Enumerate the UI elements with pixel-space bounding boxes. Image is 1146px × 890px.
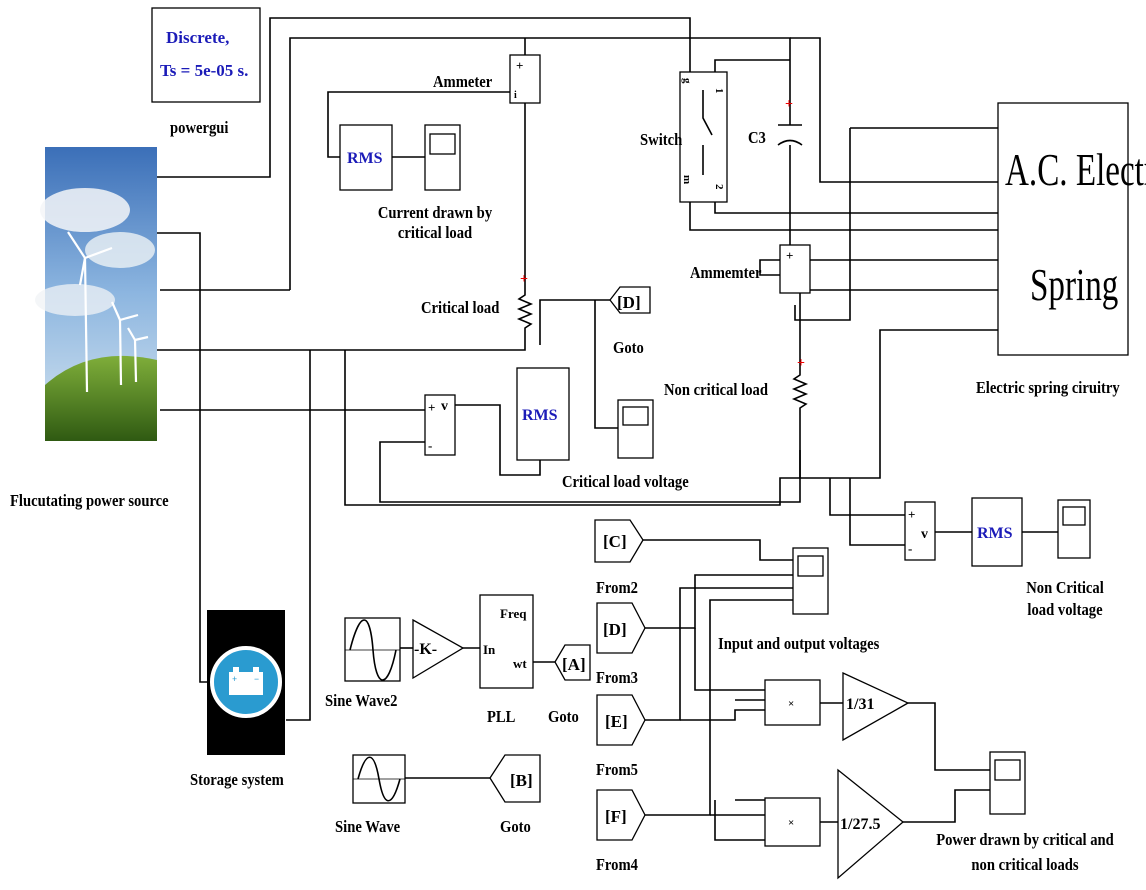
capacitor-plate-bottom xyxy=(778,141,802,146)
svg-text:+: + xyxy=(232,674,237,684)
critical-load-label: Critical load xyxy=(421,298,499,318)
storage-label: Storage system xyxy=(190,770,284,790)
vm1-plus: + xyxy=(428,400,435,415)
svg-text:−: − xyxy=(254,674,259,684)
source-label: Flucutating power source xyxy=(10,491,169,511)
vm2-plus: + xyxy=(908,507,915,522)
ammeter-label: Ammeter xyxy=(433,72,492,92)
ammemter-label: Ammemter xyxy=(690,263,761,283)
mult2-text: × xyxy=(788,817,794,829)
from-c-text: [C] xyxy=(603,532,627,551)
wire-top-3 xyxy=(790,38,1000,182)
sine-wave-label: Sine Wave xyxy=(335,817,400,837)
scope-io-screen xyxy=(798,556,823,576)
from2-label: From2 xyxy=(596,578,638,598)
wire-switch-g xyxy=(690,200,1000,230)
powergui-label: powergui xyxy=(170,118,228,138)
es-line2: Spring xyxy=(1030,259,1118,311)
gain-k-text: -K- xyxy=(414,641,437,658)
rms-non-critical-text: RMS xyxy=(977,525,1013,542)
vm2-minus: - xyxy=(908,541,912,556)
goto-b-text: [B] xyxy=(510,771,533,790)
current-scope-label-1: Current drawn by xyxy=(371,203,500,223)
wire-gain2-out xyxy=(903,790,990,822)
wire-storage-right xyxy=(286,350,310,720)
power-scope-label-1: Power drawn by critical and xyxy=(930,830,1119,850)
wire-gain1-out xyxy=(908,703,990,770)
switch-label: Switch xyxy=(640,130,682,150)
capacitor-label: C3 xyxy=(748,128,766,148)
wind-farm-image xyxy=(35,147,157,441)
switch-pin-1: 1 xyxy=(713,88,725,94)
scope-current-screen xyxy=(430,134,455,154)
wire-ncl-vm2 xyxy=(850,478,905,545)
critical-load-plus: + xyxy=(520,272,528,287)
current-scope-label-2: critical load xyxy=(371,223,500,243)
wire-source-storage xyxy=(155,233,208,682)
goto-a-text: [A] xyxy=(562,655,586,674)
mult1-text: × xyxy=(788,698,794,710)
rms-critical-text: RMS xyxy=(522,407,558,424)
critical-load-voltage-label: Critical load voltage xyxy=(562,472,689,492)
goto-d-text: [D] xyxy=(617,293,641,312)
scope-critical-screen xyxy=(623,407,648,425)
wire-ncl-vm xyxy=(830,478,905,515)
es-line1: A.C. Electric xyxy=(1005,144,1146,196)
ammeter-i: i xyxy=(514,90,517,101)
pll-in-text: In xyxy=(483,642,496,657)
capacitor-plus: + xyxy=(785,97,793,112)
switch-pin-m: m xyxy=(681,175,693,184)
switch-pin-g: g xyxy=(681,78,693,84)
io-voltages-label: Input and output voltages xyxy=(718,634,879,654)
from-d-text: [D] xyxy=(603,620,627,639)
wire-switch-bottom xyxy=(715,200,1000,213)
wire-mult1-b xyxy=(680,710,765,720)
switch-pin-2: 2 xyxy=(713,184,725,190)
gain1-text: 1/31 xyxy=(846,696,874,713)
scope-non-critical-screen xyxy=(1063,507,1085,525)
voltmeter-nc-text: v xyxy=(921,527,928,542)
wire-critload-bottom xyxy=(155,335,525,350)
wire-mult2-b xyxy=(715,800,765,840)
ammeter-plus: + xyxy=(516,58,523,73)
wire-critload-goto xyxy=(540,300,610,345)
electric-spring-block[interactable] xyxy=(998,103,1128,355)
non-critical-plus: + xyxy=(797,356,805,371)
non-critical-load-label: Non critical load xyxy=(664,380,768,400)
from-f-text: [F] xyxy=(605,807,627,826)
electric-spring-label: Electric spring ciruitry xyxy=(976,378,1120,398)
wire-from-c xyxy=(640,540,793,560)
from5-label: From5 xyxy=(596,760,638,780)
nc-voltage-label-2: load voltage xyxy=(1009,600,1121,620)
gain2-text: 1/27.5 xyxy=(840,816,880,833)
sine-wave2-label: Sine Wave2 xyxy=(325,691,397,711)
battery-icon: + − xyxy=(207,610,285,755)
wire-critload-scope xyxy=(595,300,618,428)
pll-freq-text: Freq xyxy=(500,606,527,621)
pll-wt-text: wt xyxy=(513,656,527,671)
from3-label: From3 xyxy=(596,668,638,688)
goto-a-label: Goto xyxy=(548,707,579,727)
rms-current-text: RMS xyxy=(347,150,383,167)
wire-from-d xyxy=(645,575,793,628)
from-e-text: [E] xyxy=(605,712,628,731)
nc-voltage-label-1: Non Critical xyxy=(1009,578,1121,598)
powergui-line2: Ts = 5e-05 s. xyxy=(160,61,248,80)
vm1-minus: - xyxy=(428,438,432,453)
goto-d-label: Goto xyxy=(613,338,644,358)
powergui-block[interactable] xyxy=(152,8,260,102)
from4-label: From4 xyxy=(596,855,638,875)
powergui-line1: Discrete, xyxy=(166,28,229,47)
power-scope-label-2: non critical loads xyxy=(930,855,1119,875)
scope-power-screen xyxy=(995,760,1020,780)
goto-b-label: Goto xyxy=(500,817,531,837)
ammemter-block[interactable] xyxy=(780,245,810,293)
ammemter-plus: + xyxy=(786,248,793,263)
pll-label: PLL xyxy=(487,707,515,727)
voltmeter-critical-text: v xyxy=(441,399,448,414)
